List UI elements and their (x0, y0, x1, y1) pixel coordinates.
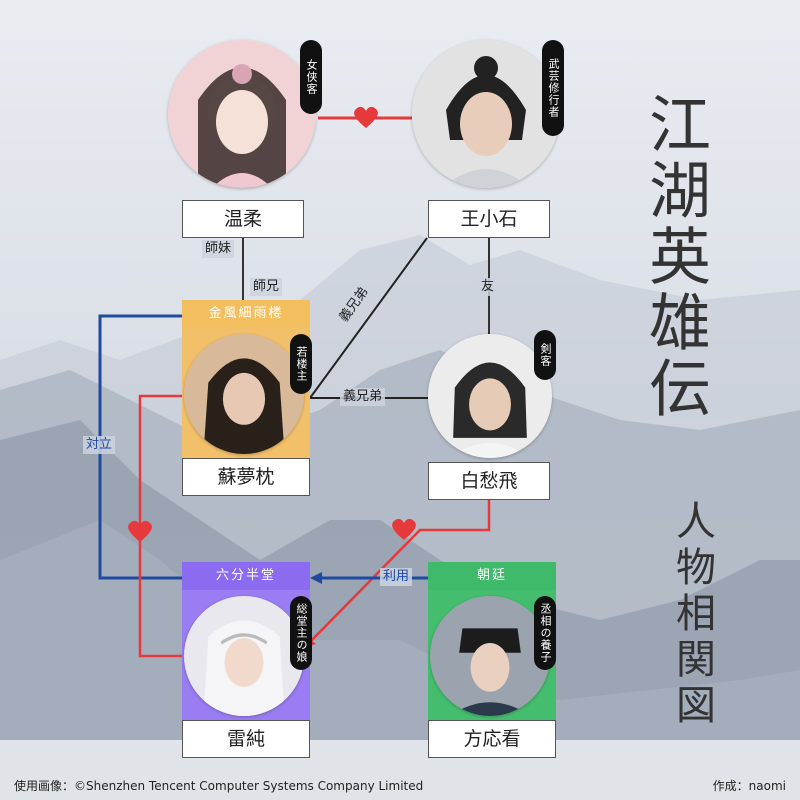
relation-label-shixiong: 師兄 (250, 278, 283, 296)
faction-label-liufen: 六分半堂 (182, 562, 310, 590)
faction-label-chaoting: 朝廷 (428, 562, 556, 590)
chart-title: 江湖英雄伝 (638, 92, 711, 422)
role-badge-wenrou: 女侠客 (300, 40, 322, 114)
footer-credit: 使用画像：©Shenzhen Tencent Computer Systems … (14, 779, 424, 793)
baichoufei-leichun-line (309, 500, 491, 643)
portrait-wangxiaoshi (412, 40, 560, 188)
faction-label-jinfeng: 金風細雨楼 (182, 300, 310, 328)
name-leichun: 雷純 (182, 720, 310, 758)
relation-label-yixiongdi-horizontal: 義兄弟 (340, 388, 386, 406)
arrow-to-liufen (310, 572, 322, 584)
portrait-fangyingkan (430, 596, 550, 716)
role-badge-sumengzhen: 若楼主 (290, 334, 312, 394)
heart-icon (128, 520, 152, 542)
portrait-wenrou (168, 40, 316, 188)
portrait-sumengzhen (184, 334, 304, 454)
name-baichoufei: 白愁飛 (428, 462, 550, 500)
name-wenrou: 温柔 (182, 200, 304, 238)
wangxiaoshi-sumengzhen-line (309, 237, 428, 399)
role-badge-wangxiaoshi: 武芸修行者 (542, 40, 564, 136)
chart-subtitle: 人物相関図 (669, 500, 715, 730)
name-wangxiaoshi: 王小石 (428, 200, 550, 238)
relation-label-duili: 対立 (83, 436, 116, 454)
role-badge-leichun: 総堂主の娘 (290, 596, 312, 670)
relation-label-you: 友 (478, 278, 498, 296)
faction-card-liufen: 六分半堂 雷純 (182, 562, 310, 758)
portrait-leichun (184, 596, 304, 716)
footer-author: 作成：naomi (712, 779, 786, 793)
role-badge-fangyingkan: 丞相の養子 (534, 596, 556, 670)
role-badge-baichoufei: 剣客 (534, 330, 556, 380)
name-sumengzhen: 蘇夢枕 (182, 458, 310, 496)
portrait-baichoufei (428, 334, 552, 458)
relation-label-shimei: 師妹 (202, 240, 235, 258)
heart-icon (392, 518, 416, 540)
name-fangyingkan: 方応看 (428, 720, 556, 758)
relation-label-liyong: 利用 (380, 568, 413, 586)
heart-icon (354, 106, 378, 128)
faction-card-jinfeng: 金風細雨楼 蘇夢枕 (182, 300, 310, 496)
